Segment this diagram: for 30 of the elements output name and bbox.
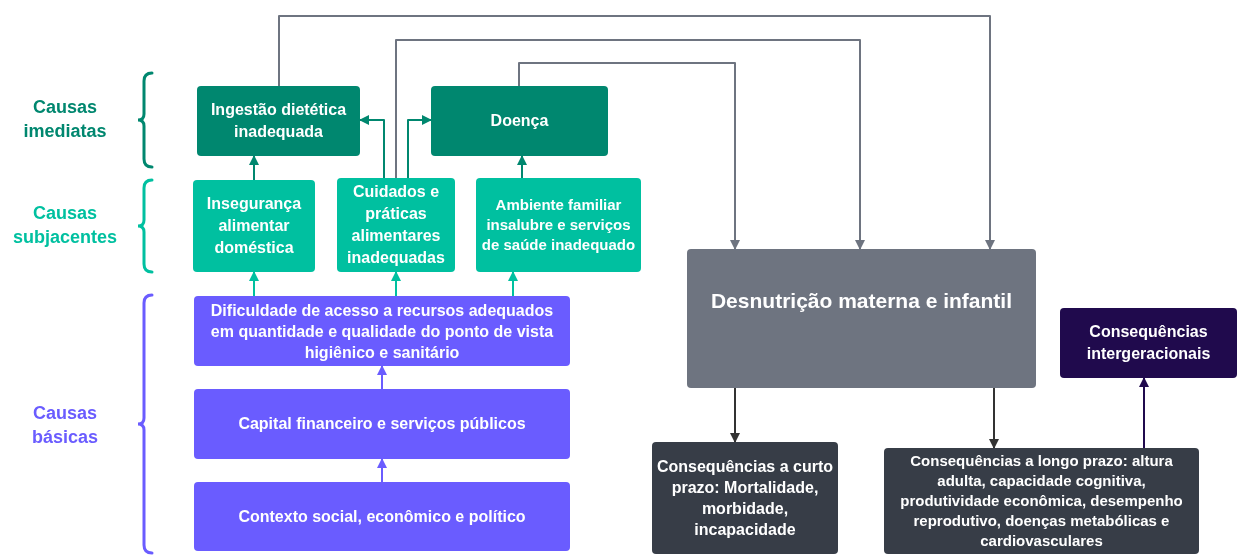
arrow: [391, 271, 401, 297]
arrow: [730, 387, 740, 443]
arrow: [377, 458, 387, 483]
process-box: Capital financeiro e serviços públicos: [194, 389, 570, 459]
process-box: Insegurança alimentar doméstica: [193, 180, 315, 272]
process-box: Doença: [431, 86, 608, 156]
arrow: [508, 271, 518, 297]
arrow: [407, 115, 432, 179]
process-box: Ambiente familiar insalubre e serviços de saúde inadequado: [476, 178, 641, 272]
arrow: [249, 271, 259, 297]
process-box: Consequências a longo prazo: altura adulta, capacidade cognitiva, produtividade econômica, desempenho reprodutivo, doenças metabólicas e cardiovasculares: [884, 448, 1199, 554]
process-box: Ingestão dietética inadequada: [197, 86, 360, 156]
process-box: Consequências intergeracionais: [1060, 308, 1237, 378]
arrow: [395, 39, 865, 250]
level-label: Causas subjacentes: [11, 202, 118, 249]
arrow: [359, 115, 385, 179]
process-box: Desnutrição materna e infantil: [687, 249, 1036, 388]
process-box: Cuidados e práticas alimentares inadequadas: [337, 178, 455, 272]
level-label: Causas imediatas: [22, 96, 108, 143]
arrow: [249, 155, 259, 181]
process-box: Dificuldade de acesso a recursos adequados em quantidade e qualidade do ponto de vista higiênico e sanitário: [194, 296, 570, 366]
process-box: Contexto social, econômico e político: [194, 482, 570, 551]
arrow: [517, 155, 527, 179]
level-label: Causas básicas: [30, 402, 100, 449]
process-box: Consequências a curto prazo: Mortalidade, morbidade, incapacidade: [652, 442, 838, 554]
arrow: [278, 15, 995, 250]
arrow: [377, 365, 387, 390]
arrow: [518, 62, 740, 250]
arrow: [1139, 377, 1149, 449]
arrow: [989, 387, 999, 449]
